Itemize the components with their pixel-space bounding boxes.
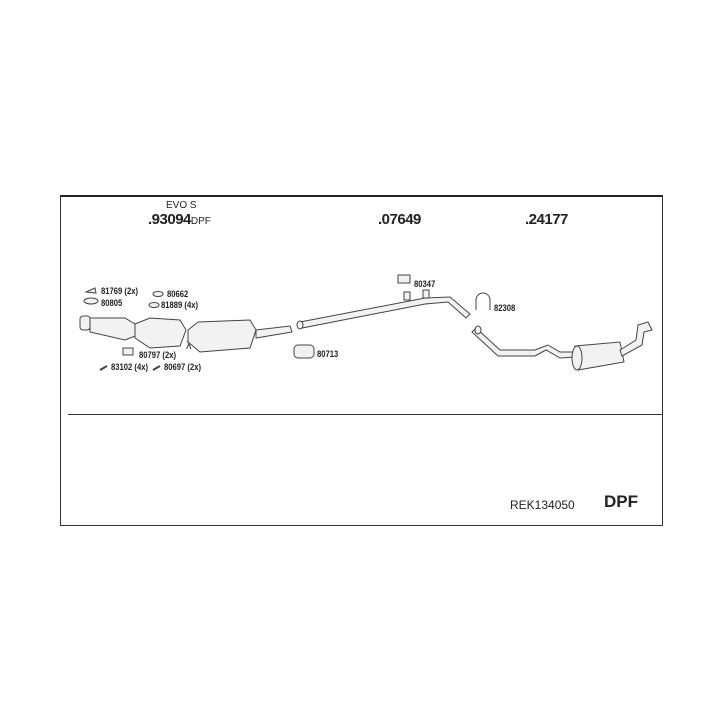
part-label: 80662 [167, 289, 189, 299]
group-number-3: .24177 [525, 211, 568, 228]
lambda-sensor-label: λ [186, 340, 192, 352]
screw-icon [99, 365, 108, 371]
part-label: 81889 (4x) [161, 300, 199, 310]
bolt-icon [84, 287, 97, 294]
clamp-icon [293, 344, 315, 359]
diagram-frame [60, 195, 663, 526]
part-label: 80347 [414, 279, 436, 289]
group-number-1: .93094DPF [148, 211, 211, 228]
part-label: 80797 (2x) [139, 350, 177, 360]
u-clamp-icon [475, 292, 491, 310]
part-label: 80713 [317, 349, 339, 359]
gasket-icon [83, 297, 99, 305]
group-number-2: .07649 [378, 211, 421, 228]
rear-silencer [471, 321, 653, 371]
part-label: 82308 [494, 303, 516, 313]
ring-icon [152, 291, 164, 297]
hanger-icon [397, 274, 411, 284]
kit-code: REK134050 [510, 498, 575, 512]
front-pipe-dpf [79, 315, 293, 353]
part-label: 80697 (2x) [164, 362, 202, 372]
screw-icon [152, 365, 161, 371]
group-subtitle: EVO S [166, 200, 197, 211]
part-label: 80805 [101, 298, 123, 308]
bracket-icon [122, 347, 134, 356]
part-label: 81769 (2x) [101, 286, 139, 296]
part-label: 83102 (4x) [111, 362, 149, 372]
middle-pipe [296, 289, 471, 330]
divider [68, 414, 662, 415]
dpf-tag: DPF [604, 492, 638, 511]
ring-icon [148, 302, 160, 308]
small-parts-icons [83, 274, 491, 371]
